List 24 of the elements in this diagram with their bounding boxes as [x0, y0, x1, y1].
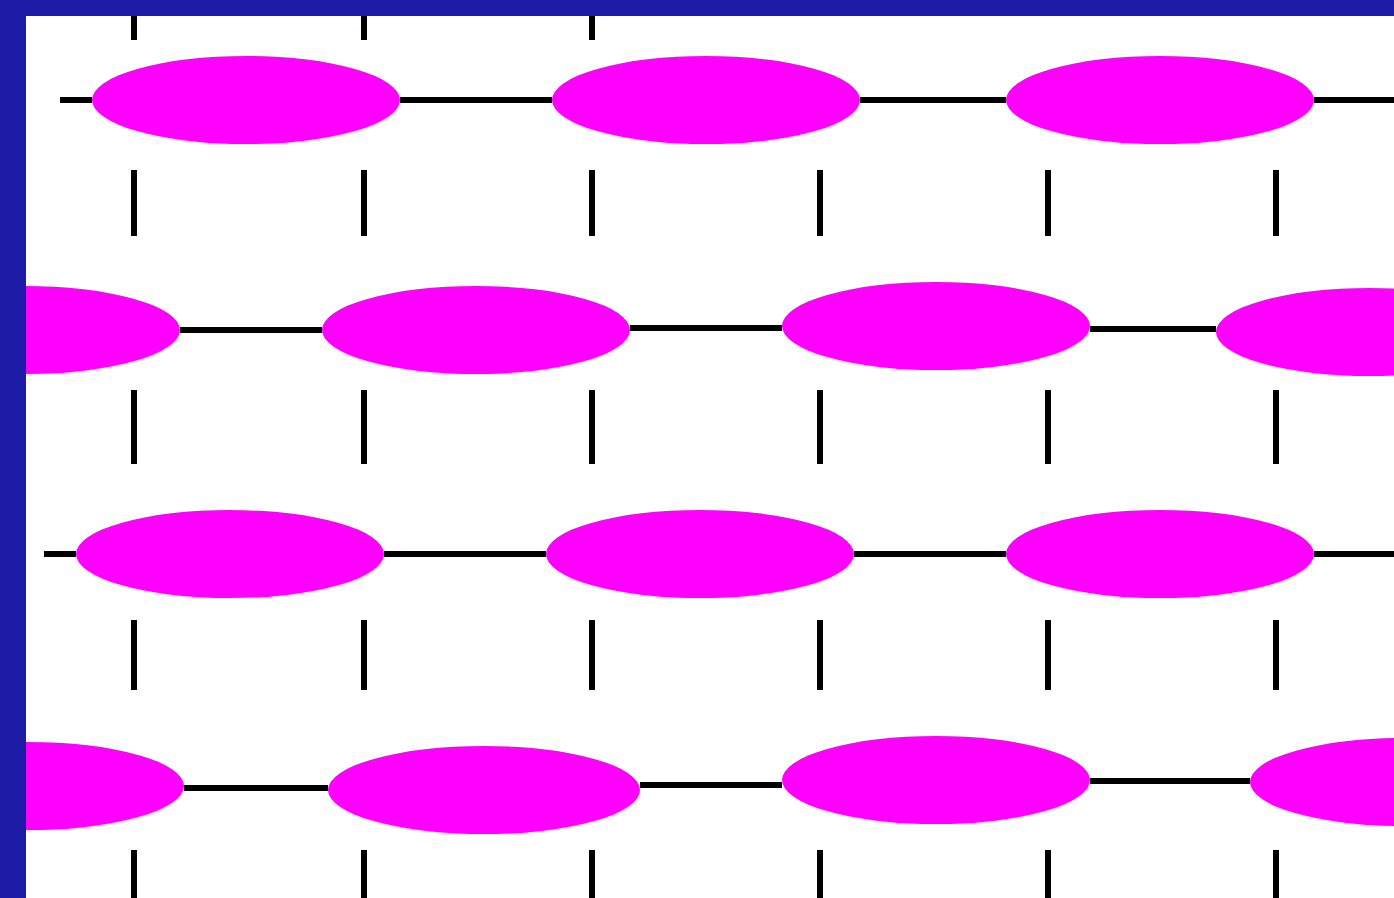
- cell-ellipse: [782, 282, 1090, 370]
- cell-ellipse: [782, 736, 1090, 824]
- connector-line: [184, 785, 328, 791]
- cell-ellipse: [92, 56, 400, 144]
- connector-line: [180, 327, 322, 333]
- connector-line: [44, 551, 76, 557]
- cell-ellipse: [546, 510, 854, 598]
- connector-line: [400, 97, 552, 103]
- cell-ellipse: [328, 746, 640, 834]
- cell-ellipse: [552, 56, 860, 144]
- connector-line: [854, 551, 1006, 557]
- connector-line: [860, 97, 1006, 103]
- connector-line: [640, 782, 782, 788]
- cell-ellipse: [322, 286, 630, 374]
- connector-line: [1314, 97, 1394, 103]
- connector-line: [384, 551, 546, 557]
- cell-ellipse: [1006, 56, 1314, 144]
- cell-ellipse: [76, 510, 384, 598]
- connector-line: [630, 325, 782, 331]
- connector-line: [1314, 551, 1394, 557]
- cell-ellipse: [1006, 510, 1314, 598]
- connector-line: [1090, 778, 1250, 784]
- connector-line: [60, 97, 92, 103]
- connector-line: [1090, 326, 1216, 332]
